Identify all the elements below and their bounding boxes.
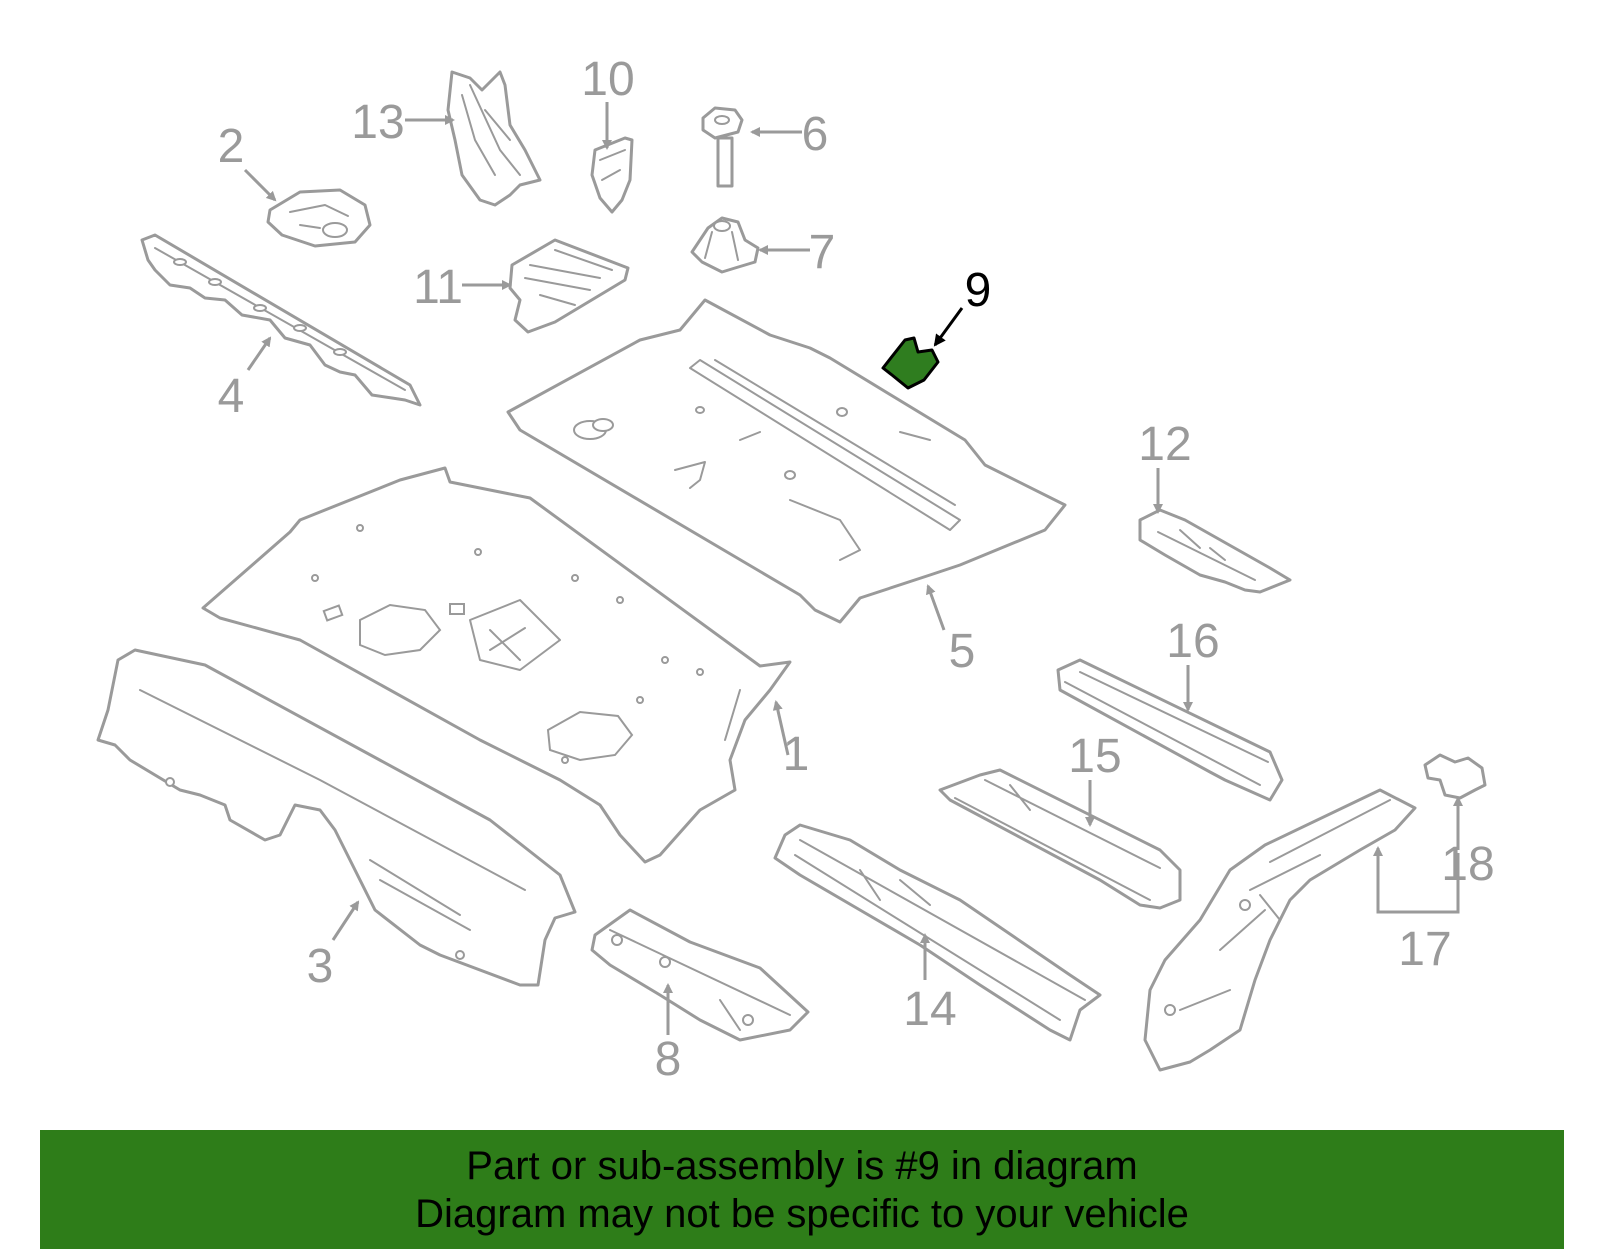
part-9-highlighted-bracket — [881, 336, 940, 390]
part-17-side-rail — [1143, 788, 1417, 1072]
part-1-floor-pan — [201, 466, 792, 864]
callout-10: 10 — [581, 53, 634, 106]
callout-labels: 1 2 3 4 5 6 7 8 9 10 11 12 13 14 15 16 1… — [218, 53, 1495, 1086]
callout-17: 17 — [1398, 923, 1451, 976]
callout-13: 13 — [351, 96, 404, 149]
part-5-floor-panel — [506, 298, 1067, 624]
part-15-crossmember — [938, 768, 1182, 910]
callout-8: 8 — [655, 1033, 682, 1086]
callout-16: 16 — [1166, 615, 1219, 668]
callout-15: 15 — [1068, 730, 1121, 783]
callout-1: 1 — [783, 728, 810, 781]
callout-2: 2 — [218, 120, 245, 173]
part-2-plate — [266, 188, 372, 248]
callout-7: 7 — [809, 226, 836, 279]
callout-11: 11 — [413, 261, 463, 314]
callout-18: 18 — [1441, 838, 1494, 891]
leader-lines — [243, 102, 1463, 1035]
part-11-heat-shield — [508, 238, 630, 334]
parts-diagram: 1 2 3 4 5 6 7 8 9 10 11 12 13 14 15 16 1… — [96, 53, 1495, 1086]
callout-3: 3 — [307, 940, 334, 993]
part-18-bracket — [1423, 753, 1487, 800]
part-16-crossmember — [1056, 658, 1284, 802]
part-13-pillar-bracket — [446, 70, 542, 207]
callout-4: 4 — [218, 370, 245, 423]
banner-line-1: Part or sub-assembly is #9 in diagram — [466, 1144, 1138, 1188]
callout-6: 6 — [802, 108, 829, 161]
callout-5: 5 — [949, 625, 976, 678]
info-banner: Part or sub-assembly is #9 in diagram Di… — [40, 1130, 1564, 1249]
part-8-bracket-rail — [590, 908, 810, 1042]
part-4-rail — [140, 233, 422, 407]
callout-12: 12 — [1138, 418, 1191, 471]
callout-9: 9 — [965, 264, 992, 317]
banner-line-2: Diagram may not be specific to your vehi… — [415, 1192, 1189, 1236]
part-6-stud — [701, 106, 744, 188]
callout-14: 14 — [903, 983, 956, 1036]
part-12-reinforcement — [1138, 508, 1292, 594]
part-10-bracket — [590, 136, 634, 214]
part-3-rear-crossmember — [96, 648, 577, 987]
part-7-mount — [690, 216, 760, 274]
